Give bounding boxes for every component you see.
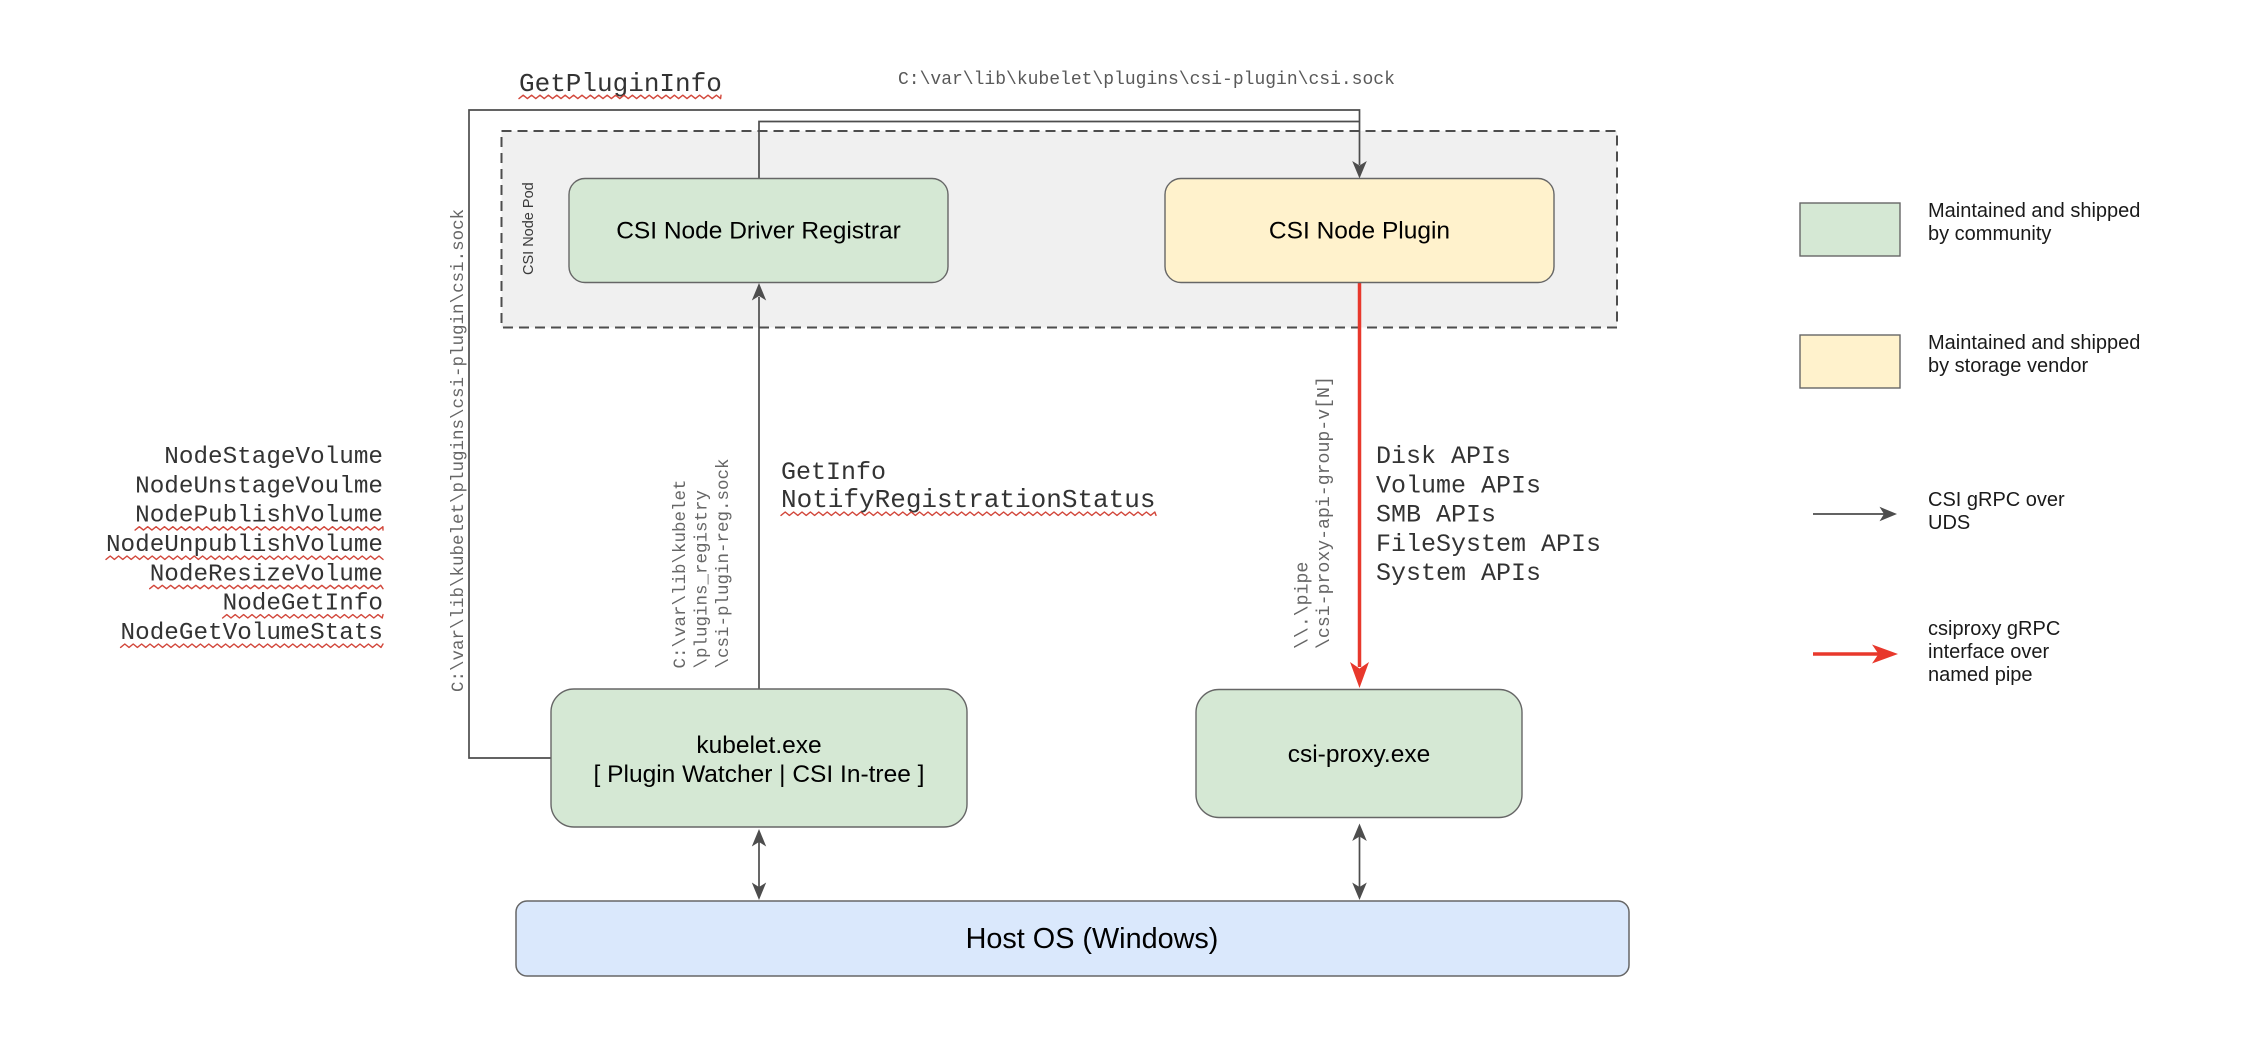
svg-text:SMB APIs: SMB APIs (1376, 501, 1496, 530)
svg-text:Maintained and shipped: Maintained and shipped (1928, 332, 2140, 354)
svg-text:CSI Node Pod: CSI Node Pod (521, 182, 537, 275)
svg-text:GetInfo: GetInfo (781, 458, 886, 487)
svg-text:NodeResizeVolume: NodeResizeVolume (150, 561, 383, 588)
svg-text:by community: by community (1928, 223, 2051, 245)
svg-text:[ Plugin Watcher | CSI In-tree: [ Plugin Watcher | CSI In-tree ] (594, 761, 925, 788)
svg-text:NodeUnstageVoulme: NodeUnstageVoulme (135, 473, 383, 500)
svg-text:interface over: interface over (1928, 641, 2050, 663)
svg-text:Maintained and shipped: Maintained and shipped (1928, 200, 2140, 222)
svg-text:C:\var\lib\kubelet\plugins\csi: C:\var\lib\kubelet\plugins\csi-plugin\cs… (449, 209, 469, 692)
svg-text:CSI gRPC over: CSI gRPC over (1928, 489, 2065, 511)
svg-text:named pipe: named pipe (1928, 664, 2033, 686)
svg-text:\csi-plugin-reg.sock: \csi-plugin-reg.sock (714, 458, 734, 668)
svg-text:CSI Node Plugin: CSI Node Plugin (1269, 218, 1450, 245)
svg-text:NodeGetInfo: NodeGetInfo (223, 591, 383, 618)
svg-text:\csi-proxy-api-group-v[N]: \csi-proxy-api-group-v[N] (1315, 376, 1335, 649)
svg-text:NodePublishVolume: NodePublishVolume (135, 503, 383, 530)
svg-text:NotifyRegistrationStatus: NotifyRegistrationStatus (781, 485, 1155, 515)
svg-text:FileSystem APIs: FileSystem APIs (1376, 530, 1601, 559)
svg-text:NodeGetVolumeStats: NodeGetVolumeStats (121, 620, 383, 647)
svg-text:csiproxy gRPC: csiproxy gRPC (1928, 618, 2060, 640)
svg-text:\\.\pipe: \\.\pipe (1294, 562, 1314, 649)
svg-text:CSI Node Driver Registrar: CSI Node Driver Registrar (616, 218, 901, 245)
svg-text:csi-proxy.exe: csi-proxy.exe (1288, 741, 1431, 768)
svg-text:System APIs: System APIs (1376, 559, 1541, 588)
svg-text:\plugins_registry: \plugins_registry (693, 490, 713, 669)
svg-text:by storage vendor: by storage vendor (1928, 355, 2088, 377)
svg-text:C:\var\lib\kubelet\plugins\csi: C:\var\lib\kubelet\plugins\csi-plugin\cs… (898, 70, 1395, 90)
svg-text:UDS: UDS (1928, 512, 1970, 534)
svg-text:C:\var\lib\kubelet: C:\var\lib\kubelet (671, 479, 691, 668)
svg-text:GetPluginInfo: GetPluginInfo (519, 69, 722, 99)
svg-text:Host OS (Windows): Host OS (Windows) (966, 923, 1219, 955)
svg-text:Disk APIs: Disk APIs (1376, 442, 1511, 471)
svg-text:NodeUnpublishVolume: NodeUnpublishVolume (106, 532, 383, 559)
svg-text:NodeStageVolume: NodeStageVolume (164, 444, 383, 471)
svg-text:kubelet.exe: kubelet.exe (696, 732, 821, 759)
svg-text:Volume APIs: Volume APIs (1376, 471, 1541, 500)
